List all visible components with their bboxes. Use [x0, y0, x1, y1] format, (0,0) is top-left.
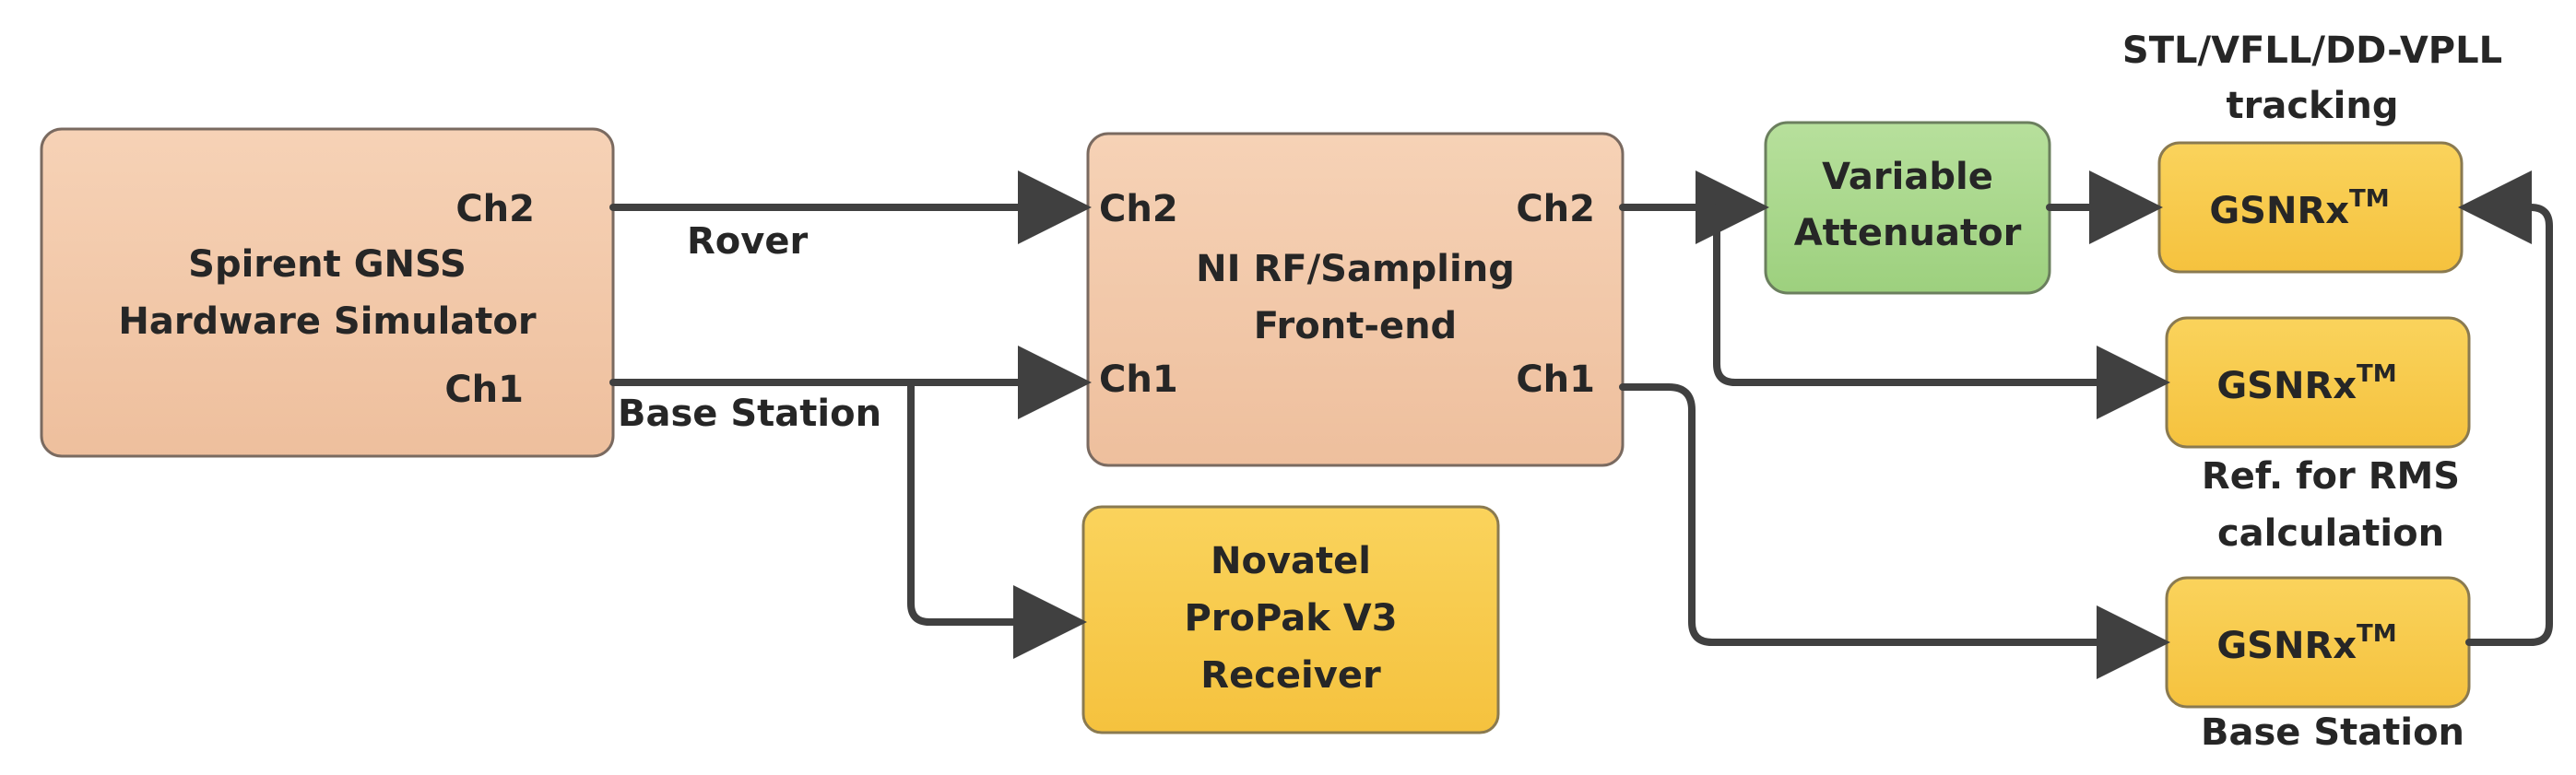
- novatel-branch-arrow: [907, 379, 1087, 659]
- base-to-tracking-arrow: [2458, 170, 2553, 646]
- gsnrx-base-sup: TM: [2357, 620, 2397, 648]
- attenuator-box: [1764, 121, 2051, 295]
- gsnrx-tracking-caption1: STL/VFLL/DD-VPLL: [2122, 29, 2502, 72]
- simulator-box: [40, 127, 615, 458]
- gsnrx-tracking-caption2: tracking: [2227, 85, 2399, 127]
- simulator-line1: Spirent GNSS: [188, 243, 467, 286]
- base-station-label: Base Station: [618, 393, 881, 435]
- novatel-line3: Receiver: [1200, 654, 1381, 697]
- gsnrx-base-label: GSNRx: [2216, 625, 2357, 667]
- gsnrx-ref-caption1: Ref. for RMS: [2202, 455, 2460, 498]
- frontend-ch2-out-label: Ch2: [1516, 188, 1595, 230]
- frontend-line2: Front-end: [1254, 305, 1457, 347]
- gsnrx-base-caption: Base Station: [2201, 711, 2464, 754]
- frontend-ch2-in-label: Ch2: [1099, 188, 1178, 230]
- gsnrx-ref-sup: TM: [2357, 360, 2397, 388]
- frontend-line1: NI RF/Sampling: [1196, 248, 1515, 290]
- gsnrx-tracking-label: GSNRx: [2209, 190, 2349, 232]
- gsnrx-tracking-text: GSNRxTM: [2209, 185, 2389, 232]
- simulator-ch2-label: Ch2: [455, 188, 535, 230]
- frontend-ch1-in-label: Ch1: [1099, 358, 1178, 401]
- gsnrx-ref-caption2: calculation: [2217, 512, 2444, 555]
- attenuator-line1: Variable: [1822, 156, 1993, 198]
- attenuator-line2: Attenuator: [1794, 212, 2022, 254]
- frontend-ch1-out-label: Ch1: [1516, 358, 1595, 401]
- frontend-to-gsnrx-base-arrow: [1619, 383, 2170, 679]
- novatel-line1: Novatel: [1211, 540, 1371, 582]
- gsnrx-tracking-sup: TM: [2349, 185, 2390, 213]
- frontend-box: [1086, 132, 1625, 467]
- frontend-to-gsnrx-ref-arrow: [1713, 204, 2170, 419]
- novatel-line2: ProPak V3: [1184, 597, 1397, 640]
- rover-label: Rover: [687, 220, 808, 263]
- simulator-ch1-label: Ch1: [444, 369, 524, 411]
- gsnrx-ref-text: GSNRxTM: [2216, 360, 2396, 407]
- gsnrx-ref-label: GSNRx: [2216, 365, 2357, 407]
- gsnrx-base-text: GSNRxTM: [2216, 620, 2396, 667]
- simulator-line2: Hardware Simulator: [118, 300, 537, 343]
